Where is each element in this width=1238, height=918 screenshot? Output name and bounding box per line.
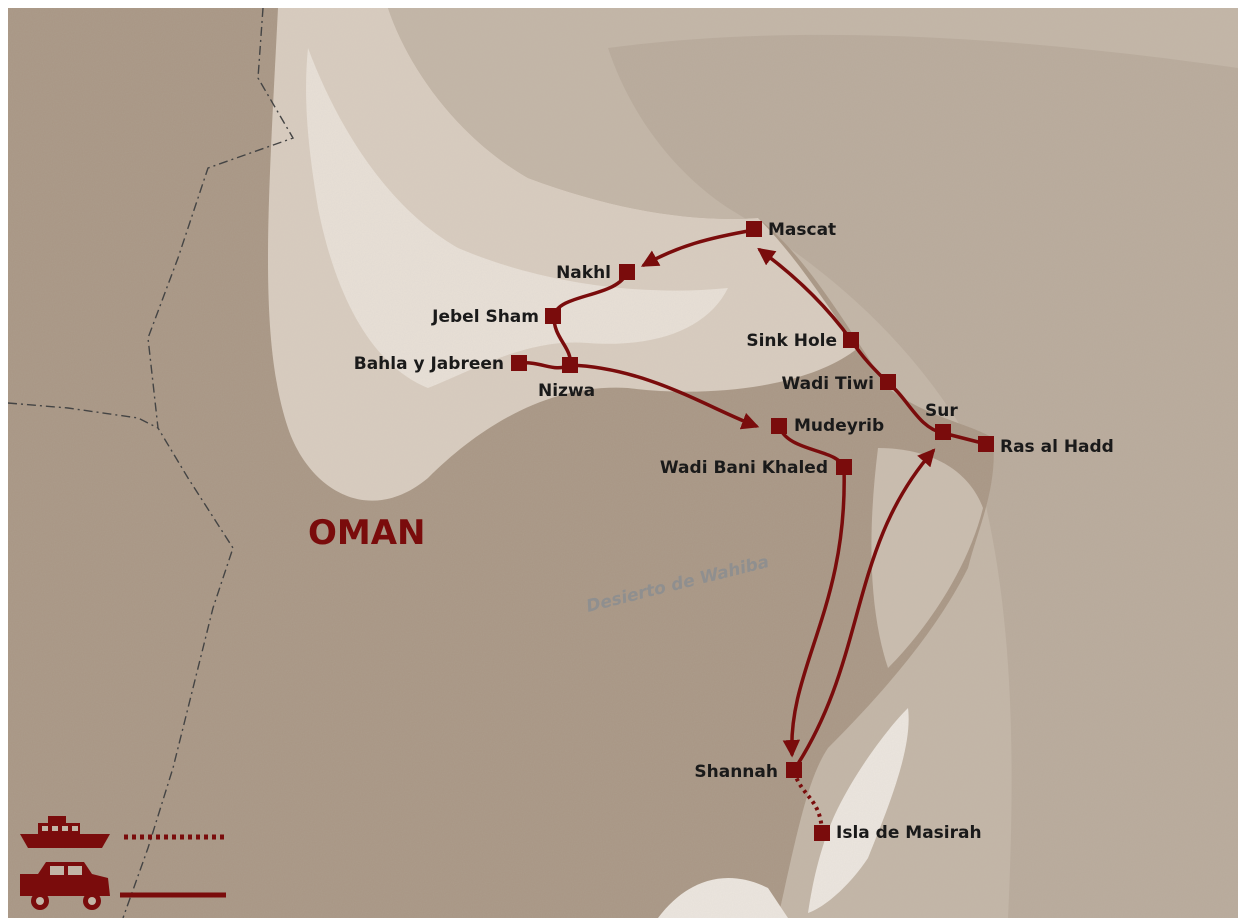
marker-mascat <box>746 221 762 237</box>
route-segment-wbk-shannah <box>782 466 846 758</box>
marker-bahla <box>511 355 527 371</box>
route-segment-mascat-nakhl <box>640 228 756 267</box>
map-canvas: Mascat Nakhl Jebel Sham Bahla y Jabreen … <box>8 8 1238 918</box>
legend <box>20 816 226 910</box>
label-wadi-tiwi: Wadi Tiwi <box>782 374 875 394</box>
label-country: OMAN <box>308 513 426 553</box>
map: Mascat Nakhl Jebel Sham Bahla y Jabreen … <box>8 8 1238 918</box>
boat-icon <box>20 816 110 848</box>
marker-wadi-tiwi <box>880 374 896 390</box>
label-mudeyrib: Mudeyrib <box>794 416 884 436</box>
label-sur: Sur <box>925 401 958 421</box>
marker-masirah <box>814 825 830 841</box>
marker-shannah <box>786 762 802 778</box>
route-segment-nizwa-mudeyrib <box>568 363 760 430</box>
terrain-texture <box>8 8 1238 918</box>
marker-nakhl <box>619 264 635 280</box>
marker-nizwa <box>562 357 578 373</box>
route-segment-shannah-sur <box>792 448 936 772</box>
label-nakhl: Nakhl <box>556 263 611 283</box>
route-segment-sur-sinkhole <box>757 247 945 435</box>
marker-wadi-bani-khaled <box>836 459 852 475</box>
border-line-west <box>8 402 159 429</box>
label-sink-hole: Sink Hole <box>746 331 837 351</box>
label-mascat: Mascat <box>768 220 836 240</box>
label-masirah: Isla de Masirah <box>836 823 982 843</box>
marker-mudeyrib <box>771 418 787 434</box>
route-boat-shannah-masirah <box>792 771 824 832</box>
label-nizwa: Nizwa <box>538 381 595 401</box>
marker-jebel-sham <box>545 308 561 324</box>
label-bahla: Bahla y Jabreen <box>354 354 504 374</box>
label-wadi-bani-khaled: Wadi Bani Khaled <box>660 458 828 478</box>
label-jebel-sham: Jebel Sham <box>431 307 539 327</box>
label-shannah: Shannah <box>694 762 778 782</box>
marker-sink-hole <box>843 332 859 348</box>
marker-ras-al-hadd <box>978 436 994 452</box>
city-markers <box>511 221 994 841</box>
jeep-icon <box>20 862 110 910</box>
label-ras-al-hadd: Ras al Hadd <box>1000 437 1114 457</box>
border-line <box>122 8 295 918</box>
marker-sur <box>935 424 951 440</box>
